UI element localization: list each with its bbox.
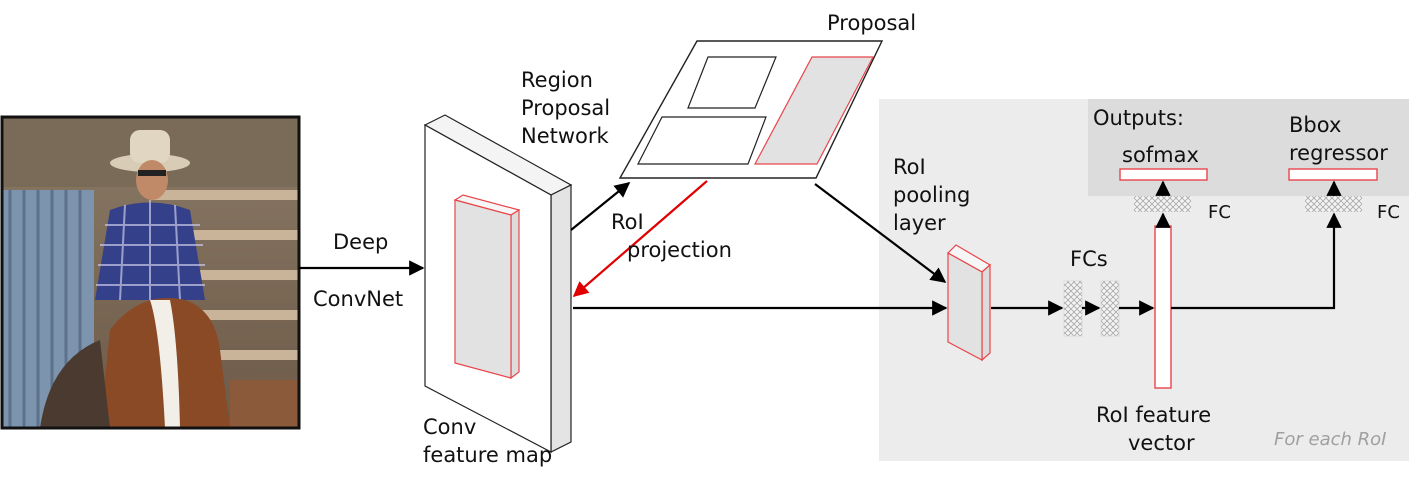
arrow-roi-projection [572, 180, 708, 298]
bbox-output [1288, 168, 1378, 181]
proposal-label: Proposal [827, 11, 917, 35]
rpn-label-line3: Network [521, 124, 609, 148]
input-image [0, 115, 301, 430]
roi-vector-line1: RoI feature [1096, 403, 1212, 427]
rpn-label-line2: Proposal [521, 96, 611, 120]
fc-softmax-block [1134, 196, 1191, 212]
roi-pooling-line1: RoI [893, 155, 926, 179]
softmax-output [1119, 168, 1208, 181]
conv-feature-map [423, 114, 573, 453]
fc-block-2 [1100, 280, 1120, 337]
roi-pooling-block [947, 244, 992, 362]
conv-label-line2: feature map [423, 443, 553, 467]
softmax-label: sofmax [1122, 143, 1199, 167]
arrow-proposal-to-pool [814, 183, 947, 283]
arrow-conv-to-rpn [570, 182, 631, 231]
conv-label-line1: Conv [423, 415, 477, 439]
proposal-image [618, 40, 884, 179]
fcs-label: FCs [1070, 247, 1108, 271]
rpn-label-line1: Region [521, 68, 593, 92]
roi-feature-vector [1154, 225, 1172, 389]
fc-label-right: FC [1377, 202, 1400, 223]
arrow-vector-to-bbox-fc [1171, 212, 1342, 310]
roi-projection-line1: RoI [611, 210, 644, 234]
convnet-label: ConvNet [313, 287, 404, 311]
bbox-label-line2: regressor [1289, 141, 1388, 165]
roi-vector-line2: vector [1128, 431, 1195, 455]
fc-bbox-block [1305, 196, 1362, 212]
fc-block-1 [1063, 280, 1083, 337]
roi-projection-line2: projection [627, 238, 732, 262]
fc-label-left: FC [1208, 202, 1231, 223]
bbox-label-line1: Bbox [1289, 113, 1342, 137]
for-each-roi-label: For each RoI [1274, 429, 1387, 450]
roi-pooling-line3: layer [893, 211, 946, 235]
deep-label: Deep [333, 230, 389, 254]
roi-pooling-line2: pooling [893, 183, 971, 207]
outputs-label: Outputs: [1093, 106, 1184, 130]
